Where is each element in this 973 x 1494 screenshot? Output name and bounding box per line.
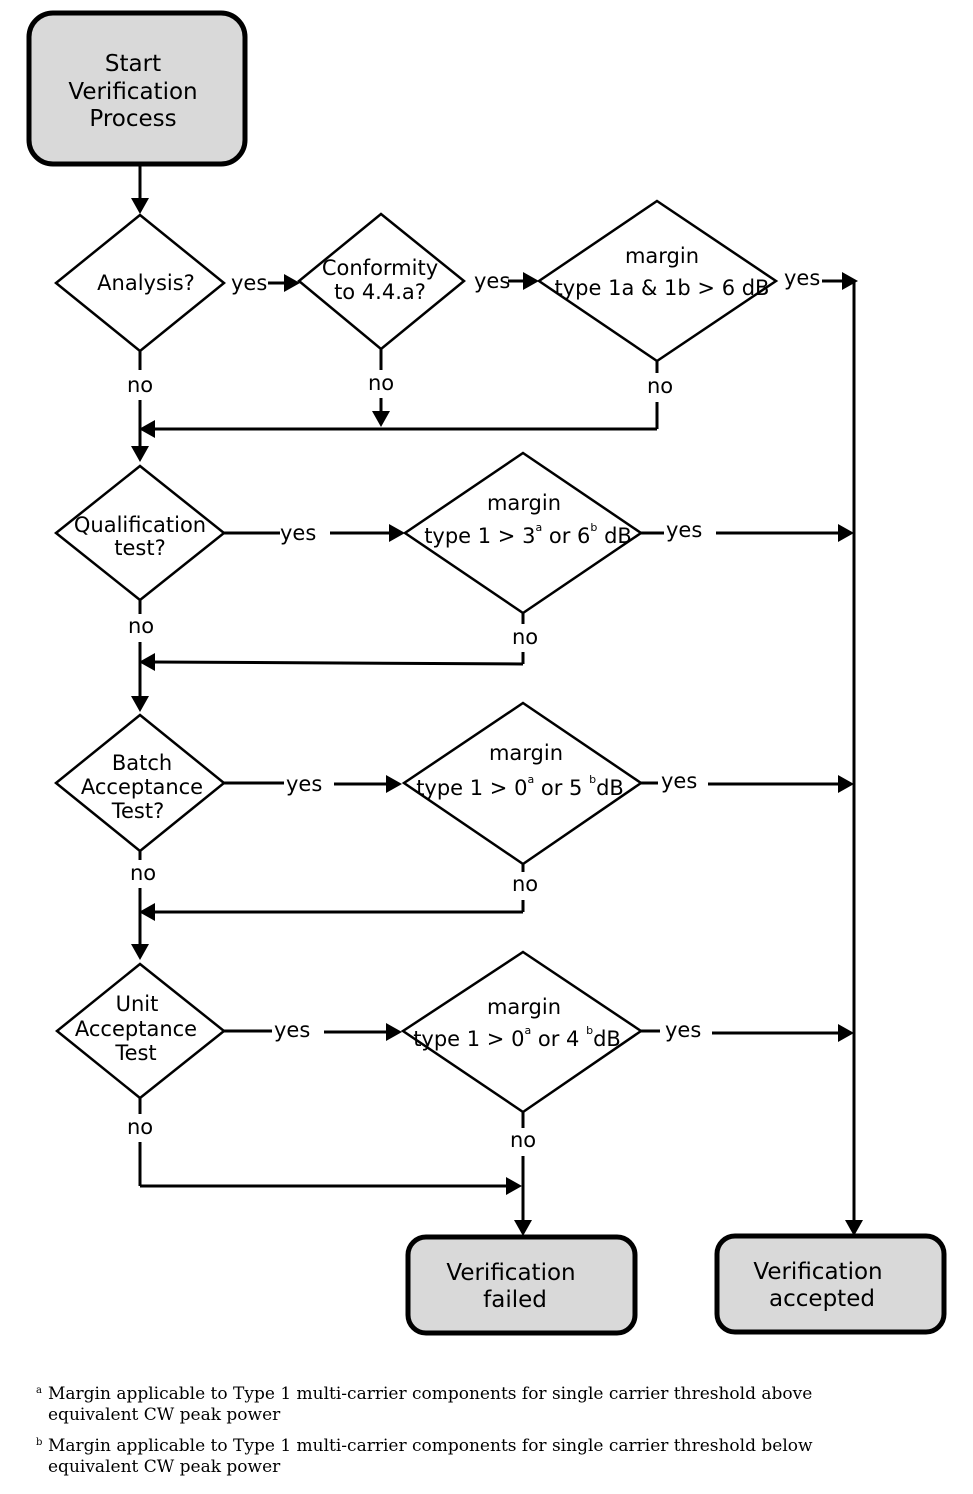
margin-qualification-title: margin: [487, 491, 561, 515]
footnotes: a Margin applicable to Type 1 multi-carr…: [36, 1384, 866, 1488]
conformity-no-label: no: [368, 371, 394, 395]
failed-line-2: failed: [483, 1287, 547, 1313]
start-line-3: Process: [89, 106, 176, 132]
batch-decision: Batch Acceptance Test?: [54, 713, 226, 853]
margin-unit-title: margin: [487, 995, 561, 1019]
conformity-line-2: to 4.4.a?: [334, 280, 426, 304]
margin-unit-yes-label: yes: [665, 1018, 701, 1042]
conformity-line-1: Conformity: [322, 256, 438, 280]
connectors: [131, 164, 863, 1236]
batch-yes-label: yes: [286, 772, 322, 796]
edge-labels: yes yes yes no no no yes yes no no yes y…: [127, 266, 820, 1152]
footnote-b-text: Margin applicable to Type 1 multi-carrie…: [48, 1436, 813, 1477]
start-line-1: Start: [105, 51, 161, 77]
qualification-decision: Qualification test?: [53, 464, 227, 602]
footnote-b: b Margin applicable to Type 1 multi-carr…: [36, 1436, 866, 1478]
margin-analysis-title: margin: [625, 244, 699, 268]
margin-qualification-yes-label: yes: [666, 518, 702, 542]
conformity-decision: Conformity to 4.4.a?: [297, 212, 466, 351]
batch-no-label: no: [130, 861, 156, 885]
qualification-no-label: no: [128, 614, 154, 638]
unit-line-3: Test: [114, 1041, 156, 1065]
batch-line-3: Test?: [111, 799, 165, 823]
qualification-line-2: test?: [114, 536, 165, 560]
margin-unit-no-label: no: [510, 1128, 536, 1152]
batch-line-2: Acceptance: [81, 775, 203, 799]
margin-qualification-no-label: no: [512, 625, 538, 649]
margin-analysis-yes-label: yes: [784, 266, 820, 290]
footnote-b-mark: b: [36, 1437, 43, 1448]
margin-unit-decision: margin type 1 > 0a or 4 bdB: [400, 950, 644, 1114]
accepted-line-1: Verification: [753, 1259, 882, 1285]
start-line-2: Verification: [68, 79, 197, 105]
qualification-yes-label: yes: [280, 521, 316, 545]
margin-batch-condition: type 1 > 0a or 5 bdB: [416, 773, 624, 800]
analysis-yes-label: yes: [231, 271, 267, 295]
margin-batch-title: margin: [489, 741, 563, 765]
analysis-no-label: no: [127, 373, 153, 397]
margin-qualification-condition: type 1 > 3a or 6b dB: [424, 521, 632, 548]
accepted-line-2: accepted: [769, 1286, 875, 1312]
footnote-a-text: Margin applicable to Type 1 multi-carrie…: [48, 1384, 813, 1425]
failed-line-1: Verification: [446, 1260, 575, 1286]
verification-flowchart: yes yes yes no no no yes yes no no yes y…: [26, 10, 947, 1336]
unit-line-2: Acceptance: [75, 1017, 197, 1041]
verification-accepted-node: Verification accepted: [714, 1233, 947, 1335]
margin-batch-yes-label: yes: [661, 769, 697, 793]
margin-unit-condition: type 1 > 0a or 4 bdB: [413, 1024, 621, 1051]
margin-analysis-decision: margin type 1a & 1b > 6 dB: [536, 199, 779, 363]
verification-failed-node: Verification failed: [405, 1234, 638, 1336]
margin-qualification-decision: margin type 1 > 3a or 6b dB: [402, 451, 644, 615]
margin-batch-decision: margin type 1 > 0a or 5 bdB: [401, 701, 644, 866]
margin-batch-no-label: no: [512, 872, 538, 896]
unit-line-1: Unit: [116, 992, 159, 1016]
unit-decision: Unit Acceptance Test: [55, 962, 227, 1100]
analysis-decision: Analysis?: [54, 213, 226, 353]
analysis-text: Analysis?: [97, 271, 195, 295]
qualification-line-1: Qualification: [74, 513, 206, 537]
unit-yes-label: yes: [274, 1018, 310, 1042]
margin-analysis-no-label: no: [647, 374, 673, 398]
conformity-yes-label: yes: [474, 269, 510, 293]
footnote-a-mark: a: [36, 1385, 42, 1396]
unit-no-label: no: [127, 1115, 153, 1139]
batch-line-1: Batch: [112, 751, 172, 775]
margin-analysis-condition: type 1a & 1b > 6 dB: [555, 276, 770, 300]
footnote-a: a Margin applicable to Type 1 multi-carr…: [36, 1384, 866, 1426]
start-node: Start Verification Process: [26, 10, 248, 167]
